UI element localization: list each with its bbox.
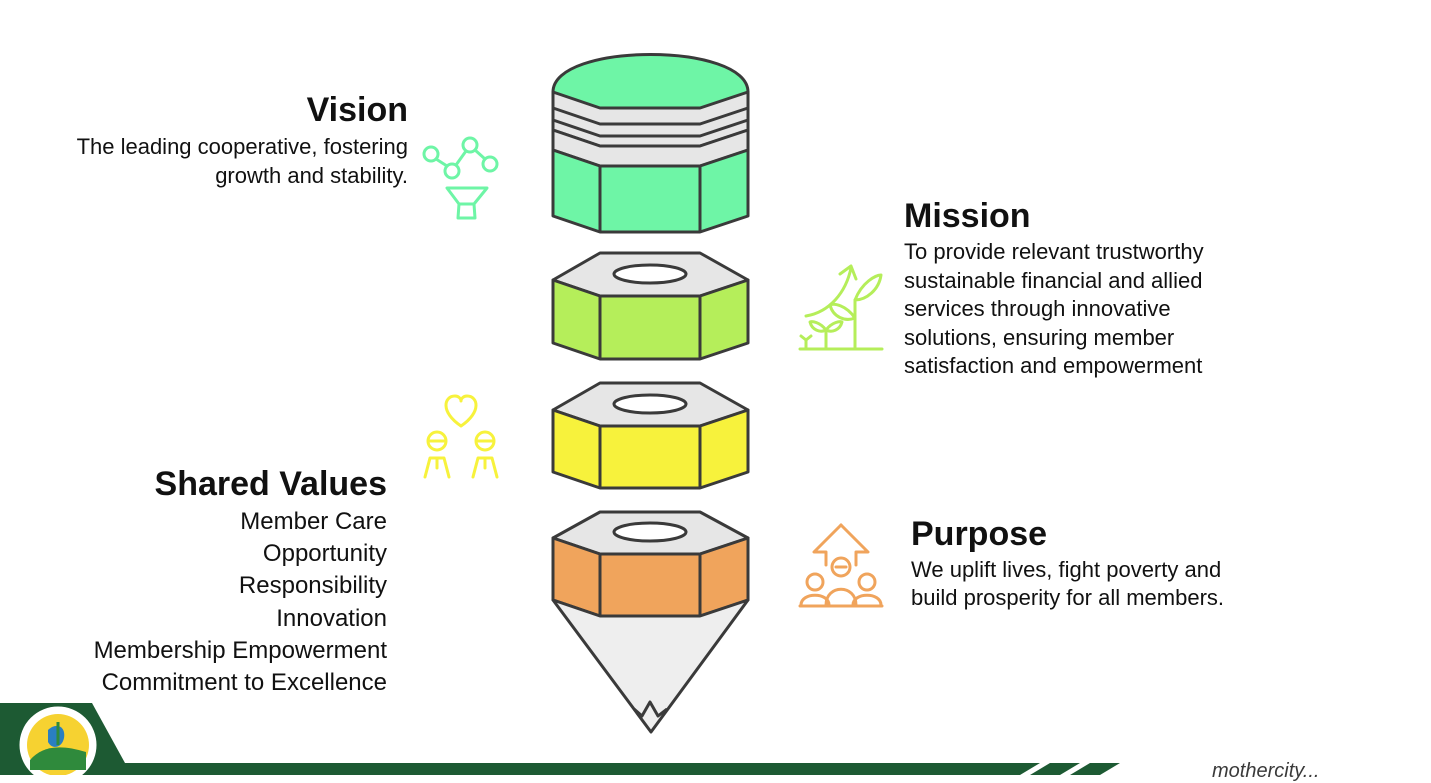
- mission-section: Mission To provide relevant trustworthy …: [904, 198, 1204, 381]
- vision-section: Vision The leading cooperative, fosterin…: [77, 92, 408, 190]
- mission-line: sustainable financial and allied: [904, 267, 1203, 293]
- list-item: Innovation: [276, 604, 387, 632]
- purpose-title: Purpose: [911, 515, 1048, 553]
- mission-title: Mission: [904, 197, 1031, 235]
- list-item: Commitment to Excellence: [101, 669, 387, 697]
- growth-network-icon: [422, 136, 499, 220]
- vision-line: growth and stability.: [215, 163, 408, 188]
- mission-line: To provide relevant trustworthy: [904, 239, 1204, 264]
- list-item: Membership Empowerment: [93, 636, 387, 664]
- purpose-line: We uplift lives, fight poverty and: [911, 557, 1222, 582]
- vision-line: The leading cooperative, fostering: [76, 134, 408, 159]
- shared-love-people-icon: [423, 394, 499, 479]
- shared-values-list: Member Care Opportunity Responsibility I…: [94, 506, 387, 699]
- shared-values-section: Shared Values Member Care Opportunity Re…: [94, 466, 387, 699]
- shared-values-title: Shared Values: [154, 465, 387, 503]
- mission-line: services through innovative: [904, 296, 1171, 321]
- plant-growth-icon: [798, 264, 884, 351]
- mission-description: To provide relevant trustworthy sustaina…: [904, 238, 1204, 381]
- pencil-eraser-segment: [551, 53, 750, 234]
- purpose-description: We uplift lives, fight poverty and build…: [911, 556, 1224, 612]
- mission-line: solutions, ensuring member: [904, 324, 1175, 350]
- cooperative-logo: [16, 703, 100, 775]
- pencil-segment-purpose: [551, 510, 750, 734]
- pencil-segment-mission: [551, 251, 750, 361]
- community-uplift-icon: [798, 523, 884, 608]
- mission-line: satisfaction and empowerment: [904, 353, 1203, 378]
- list-item: Responsibility: [238, 572, 387, 600]
- vision-description: The leading cooperative, fostering growt…: [77, 132, 408, 190]
- list-item: Member Care: [240, 508, 387, 535]
- pencil-segment-values: [551, 381, 750, 490]
- footer-website-text: mothercity...: [1212, 760, 1320, 782]
- vision-title: Vision: [306, 91, 408, 129]
- purpose-line: build prosperity for all members.: [911, 585, 1225, 610]
- list-item: Opportunity: [262, 540, 387, 568]
- purpose-section: Purpose We uplift lives, fight poverty a…: [911, 516, 1224, 612]
